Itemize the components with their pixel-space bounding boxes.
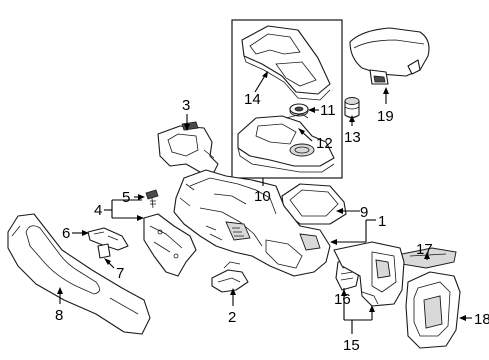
callout-17: 17 bbox=[416, 241, 433, 258]
part-11-ring bbox=[289, 103, 309, 117]
callout-4: 4 bbox=[94, 202, 102, 219]
part-13-cup bbox=[344, 97, 360, 119]
callout-7: 7 bbox=[116, 265, 124, 282]
part-7-tab bbox=[97, 243, 111, 259]
part-5-screw bbox=[145, 189, 159, 209]
part-1-console-body bbox=[173, 169, 331, 277]
part-19-armrest bbox=[349, 27, 430, 85]
callout-13: 13 bbox=[344, 129, 361, 146]
leader-lines bbox=[57, 71, 472, 334]
callout-3: 3 bbox=[182, 97, 190, 114]
part-12-panel bbox=[237, 113, 335, 173]
part-2-bracket bbox=[211, 261, 249, 293]
callout-18: 18 bbox=[474, 311, 489, 328]
callout-1: 1 bbox=[378, 213, 386, 230]
callout-5: 5 bbox=[122, 189, 130, 206]
callout-6: 6 bbox=[62, 225, 70, 242]
part-8-side-panel bbox=[7, 213, 151, 335]
callout-12: 12 bbox=[316, 135, 333, 152]
part-4-side-bracket bbox=[143, 213, 197, 277]
callout-9: 9 bbox=[360, 204, 368, 221]
callout-labels: 1 2 3 4 5 6 7 8 9 10 11 12 13 14 15 16 1… bbox=[55, 91, 489, 354]
part-18-bezel bbox=[405, 271, 461, 349]
part-3-bracket bbox=[157, 121, 219, 173]
callout-8: 8 bbox=[55, 307, 63, 324]
callout-19: 19 bbox=[377, 108, 394, 125]
part-6-clip bbox=[87, 227, 129, 251]
callout-15: 15 bbox=[343, 337, 360, 354]
callout-16: 16 bbox=[334, 291, 351, 308]
part-14-bezel bbox=[241, 25, 331, 101]
part-15-trim bbox=[333, 241, 405, 307]
callout-2: 2 bbox=[228, 309, 236, 326]
callout-14: 14 bbox=[244, 91, 261, 108]
assembly-box-10 bbox=[231, 19, 343, 179]
callout-10: 10 bbox=[254, 188, 271, 205]
callout-11: 11 bbox=[320, 102, 336, 119]
